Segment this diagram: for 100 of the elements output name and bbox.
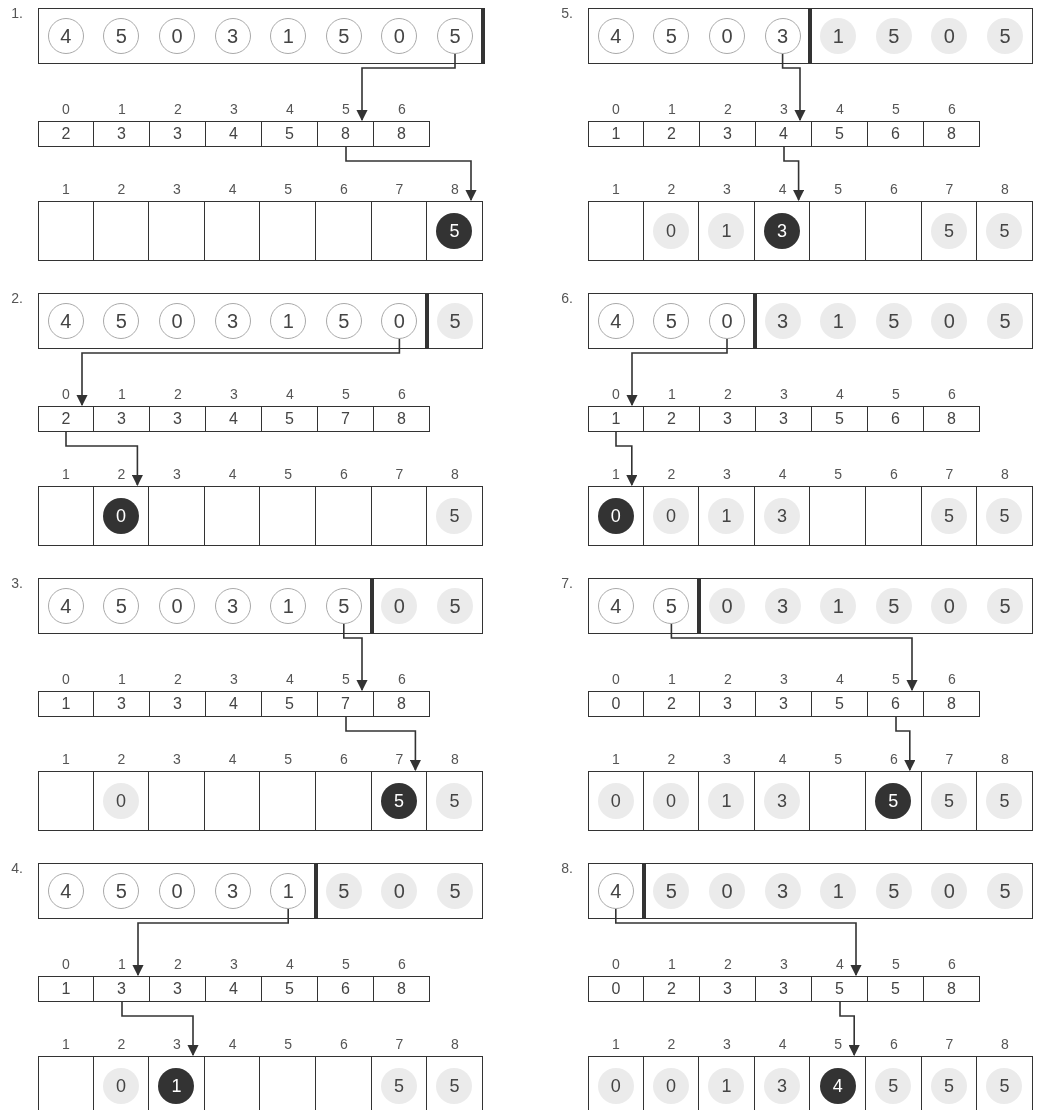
array-cell	[427, 1056, 483, 1110]
number-badge: 0	[597, 1068, 634, 1104]
index-label: 6	[338, 1036, 349, 1052]
number-badge: 1	[708, 1068, 745, 1104]
index-label: 1	[667, 956, 677, 972]
array-cell: 2	[644, 976, 700, 1002]
array-cell: 0	[588, 691, 644, 717]
number: 5	[875, 18, 912, 54]
index-label: 3	[722, 181, 732, 197]
array-cell: 3	[150, 691, 206, 717]
empty-cell	[38, 771, 94, 831]
number: 0	[931, 18, 968, 54]
number-badge: 5	[436, 1068, 473, 1104]
array-cell: 5	[812, 121, 868, 147]
number-badge: 5	[930, 213, 967, 249]
index-label: 7	[944, 1036, 955, 1052]
index-label: 6	[947, 671, 957, 687]
array-cell	[754, 486, 811, 546]
index-label: 2	[666, 1036, 677, 1052]
arrow	[615, 908, 862, 977]
index-label: 5	[891, 101, 901, 117]
index-label: 2	[116, 1036, 127, 1052]
index-label: 7	[394, 751, 405, 767]
number-badge: 0	[102, 1068, 139, 1104]
array-cell: 8	[374, 406, 430, 432]
index-label: 5	[341, 386, 351, 402]
index-label: 1	[667, 386, 677, 402]
array-cell	[149, 1056, 205, 1110]
number-badge: 0	[652, 213, 689, 249]
array-cell: 4	[206, 976, 262, 1002]
number: 3	[764, 873, 801, 909]
number: 1	[820, 588, 857, 624]
empty-cell	[149, 486, 205, 546]
index-label: 0	[61, 671, 71, 687]
number: 5	[653, 873, 690, 909]
array-cell	[921, 201, 978, 261]
array-cell: 3	[700, 121, 756, 147]
array-cell: 5	[262, 406, 318, 432]
array-cell	[643, 771, 700, 831]
array-cell	[921, 1056, 978, 1110]
index-label: 5	[341, 101, 351, 117]
index-label: 3	[779, 956, 789, 972]
array-cell: 5	[262, 121, 318, 147]
panel-number: 1.	[10, 5, 24, 23]
index-label: 5	[283, 751, 294, 767]
index-label: 7	[394, 1036, 405, 1052]
index-label: 7	[394, 466, 405, 482]
index-label: 7	[394, 181, 405, 197]
index-label: 4	[285, 956, 295, 972]
array-cell: 8	[924, 121, 980, 147]
array-cell: 7	[318, 406, 374, 432]
array-cell	[643, 1056, 700, 1110]
index-label: 3	[172, 751, 182, 767]
array-cell: 5	[812, 406, 868, 432]
array-cell: 3	[150, 406, 206, 432]
array-cell: 2	[644, 691, 700, 717]
index-label: 5	[891, 671, 901, 687]
index-label: 2	[723, 671, 733, 687]
index-label: 3	[229, 956, 239, 972]
index-label: 3	[229, 671, 239, 687]
arrow	[121, 1001, 199, 1057]
array-cell: 3	[700, 691, 756, 717]
number-badge: 5	[986, 783, 1023, 819]
index-label: 1	[610, 1036, 621, 1052]
number: 3	[764, 303, 801, 339]
index-label: 3	[172, 466, 182, 482]
array-cell: 3	[150, 976, 206, 1002]
empty-cell	[260, 771, 316, 831]
number: 0	[381, 873, 418, 909]
empty-cell	[38, 201, 94, 261]
empty-cell	[204, 771, 261, 831]
array-cell	[810, 1056, 866, 1110]
number: 5	[875, 873, 912, 909]
index-label: 2	[723, 956, 733, 972]
index-label: 4	[835, 386, 845, 402]
empty-cell	[588, 201, 644, 261]
array-cell	[93, 1056, 150, 1110]
number-badge: 0	[652, 1068, 689, 1104]
empty-cell	[866, 201, 922, 261]
array-cell	[921, 771, 978, 831]
index-label: 1	[610, 751, 621, 767]
index-label: 6	[338, 181, 349, 197]
array-cell: 4	[206, 121, 262, 147]
index-label: 4	[285, 101, 295, 117]
number-badge: 5	[986, 213, 1023, 249]
index-label: 1	[60, 466, 71, 482]
array-cell: 2	[644, 121, 700, 147]
new-number-badge: 1	[158, 1068, 195, 1104]
number: 5	[987, 873, 1023, 909]
number: 5	[437, 588, 473, 624]
array-cell: 6	[868, 121, 924, 147]
empty-cell	[149, 771, 205, 831]
array-cell: 8	[374, 121, 430, 147]
empty-cell	[316, 486, 372, 546]
index-label: 4	[777, 466, 788, 482]
panel-number: 4.	[10, 860, 24, 878]
empty-cell	[38, 486, 94, 546]
index-label: 2	[723, 101, 733, 117]
number: 5	[987, 588, 1023, 624]
index-label: 1	[60, 1036, 71, 1052]
